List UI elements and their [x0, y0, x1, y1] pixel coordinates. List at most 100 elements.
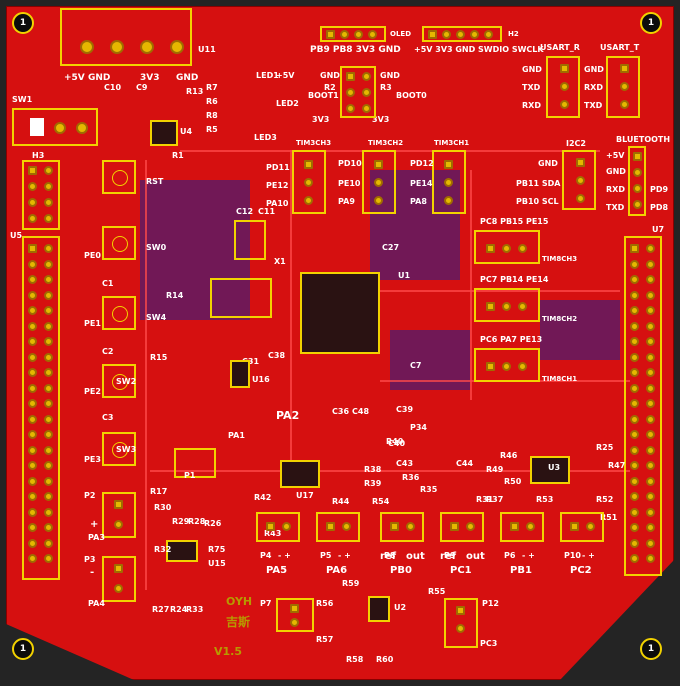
led-label: LED3	[254, 133, 277, 142]
silk-text: 吉斯	[226, 615, 251, 629]
tim-pin: PA10	[266, 199, 289, 208]
tim8ch3-connector[interactable]	[474, 230, 540, 264]
cap-label: C40	[388, 439, 406, 448]
i2c-label: I2C2	[566, 139, 586, 148]
swd-header[interactable]	[422, 26, 502, 42]
h3-header[interactable]	[22, 160, 60, 230]
resistor-label: R38	[364, 465, 382, 474]
output-connector[interactable]	[256, 512, 300, 542]
connector-pin	[304, 196, 313, 205]
resistor-label: R35	[420, 485, 438, 494]
power-switch[interactable]	[12, 108, 98, 146]
resistor-label: R5	[206, 125, 218, 134]
p12-label: P12	[482, 599, 499, 608]
cap-label: C48	[352, 407, 370, 416]
connector-pin	[114, 520, 123, 529]
u4-label: U4	[180, 127, 193, 136]
resistor-label: R37	[486, 495, 504, 504]
usart-t-label: USART_T	[600, 43, 640, 52]
power-terminal	[60, 8, 192, 66]
connector-pin	[633, 168, 642, 177]
tim8ch2-connector[interactable]	[474, 288, 540, 322]
header-pin	[630, 368, 639, 377]
oled-label: OLED	[390, 30, 412, 38]
connector-pin	[570, 522, 579, 531]
trace	[290, 150, 292, 480]
tim3ch1-connector[interactable]	[432, 150, 466, 214]
boot-jumper-block[interactable]	[340, 66, 376, 118]
sw4-button[interactable]	[102, 296, 136, 330]
resistor-label: R49	[486, 465, 504, 474]
header-pin	[630, 554, 639, 563]
jumper-label: GND	[380, 71, 400, 80]
output-connector[interactable]	[440, 512, 484, 542]
header-pin	[28, 352, 37, 362]
connector-pin	[502, 362, 511, 371]
u7-header[interactable]	[624, 236, 662, 576]
connector-pin	[620, 64, 629, 73]
sw3-button[interactable]	[102, 432, 136, 466]
sw2-button[interactable]	[102, 364, 136, 398]
p34-label: P34	[410, 423, 427, 432]
resistor-label: R33	[186, 605, 204, 614]
p12-connector[interactable]	[444, 598, 478, 648]
resistor-label: R36	[402, 473, 420, 482]
p1-label: P1	[184, 471, 196, 480]
header-pin	[326, 30, 335, 39]
out-label: out	[406, 551, 425, 562]
tim-pin: PD10	[338, 159, 362, 168]
p2-connector[interactable]	[102, 492, 136, 538]
u2-chip	[368, 596, 390, 622]
tim8ch1-connector[interactable]	[474, 348, 540, 382]
pwr-label: GND	[176, 73, 199, 83]
i2c-connector[interactable]	[562, 150, 596, 210]
u16-chip	[230, 360, 250, 388]
output-connector[interactable]	[560, 512, 604, 542]
usart-pin-label: RXD	[522, 101, 541, 110]
output-connector[interactable]	[500, 512, 544, 542]
rst-button[interactable]	[102, 160, 136, 194]
tim-label: TIM3CH3	[296, 139, 332, 147]
tim3ch3-connector[interactable]	[292, 150, 326, 214]
header-pin	[28, 414, 37, 424]
resistor-label: R55	[428, 587, 446, 596]
usart-t-connector[interactable]	[606, 56, 640, 118]
c38-label: C38	[268, 351, 286, 360]
i2c-pin-label: PB11 SDA	[516, 179, 561, 188]
output-connector[interactable]	[316, 512, 360, 542]
u5-header[interactable]	[22, 236, 60, 580]
mcu-chip	[300, 272, 380, 354]
header-pin	[646, 337, 655, 346]
header-pin	[44, 259, 53, 269]
resistor-label: R43	[264, 529, 282, 538]
header-pin	[646, 414, 655, 424]
header-pin	[646, 554, 655, 563]
p7-connector[interactable]	[276, 598, 314, 632]
header-pin	[354, 30, 363, 39]
connector-pin	[114, 584, 123, 593]
tim3ch2-connector[interactable]	[362, 150, 396, 214]
r15-label: R15	[150, 353, 168, 362]
header-pin	[28, 538, 37, 548]
key-label: PE0	[84, 251, 101, 260]
jumper-label: GND	[320, 71, 340, 80]
p1-connector[interactable]	[174, 448, 216, 478]
connector-pin	[266, 522, 275, 531]
switch-slider[interactable]	[30, 118, 44, 136]
header-pin	[44, 275, 53, 284]
resistor-label: R54	[372, 497, 390, 506]
resistor-label: R42	[254, 493, 272, 502]
sw0-button[interactable]	[102, 226, 136, 260]
connector-ref-label: P6	[504, 551, 516, 560]
header-pin	[44, 538, 53, 548]
oled-header[interactable]	[320, 26, 386, 42]
boot1-label: BOOT1	[308, 91, 339, 100]
p2-label: P2	[84, 491, 96, 500]
connector-pin	[526, 522, 535, 531]
cap-label: C10	[104, 83, 122, 92]
p3-connector[interactable]	[102, 556, 136, 602]
tim8-pins: PC8 PB15 PE15	[480, 217, 549, 226]
output-connector[interactable]	[380, 512, 424, 542]
usart-r-connector[interactable]	[546, 56, 580, 118]
bluetooth-connector[interactable]	[628, 146, 646, 216]
